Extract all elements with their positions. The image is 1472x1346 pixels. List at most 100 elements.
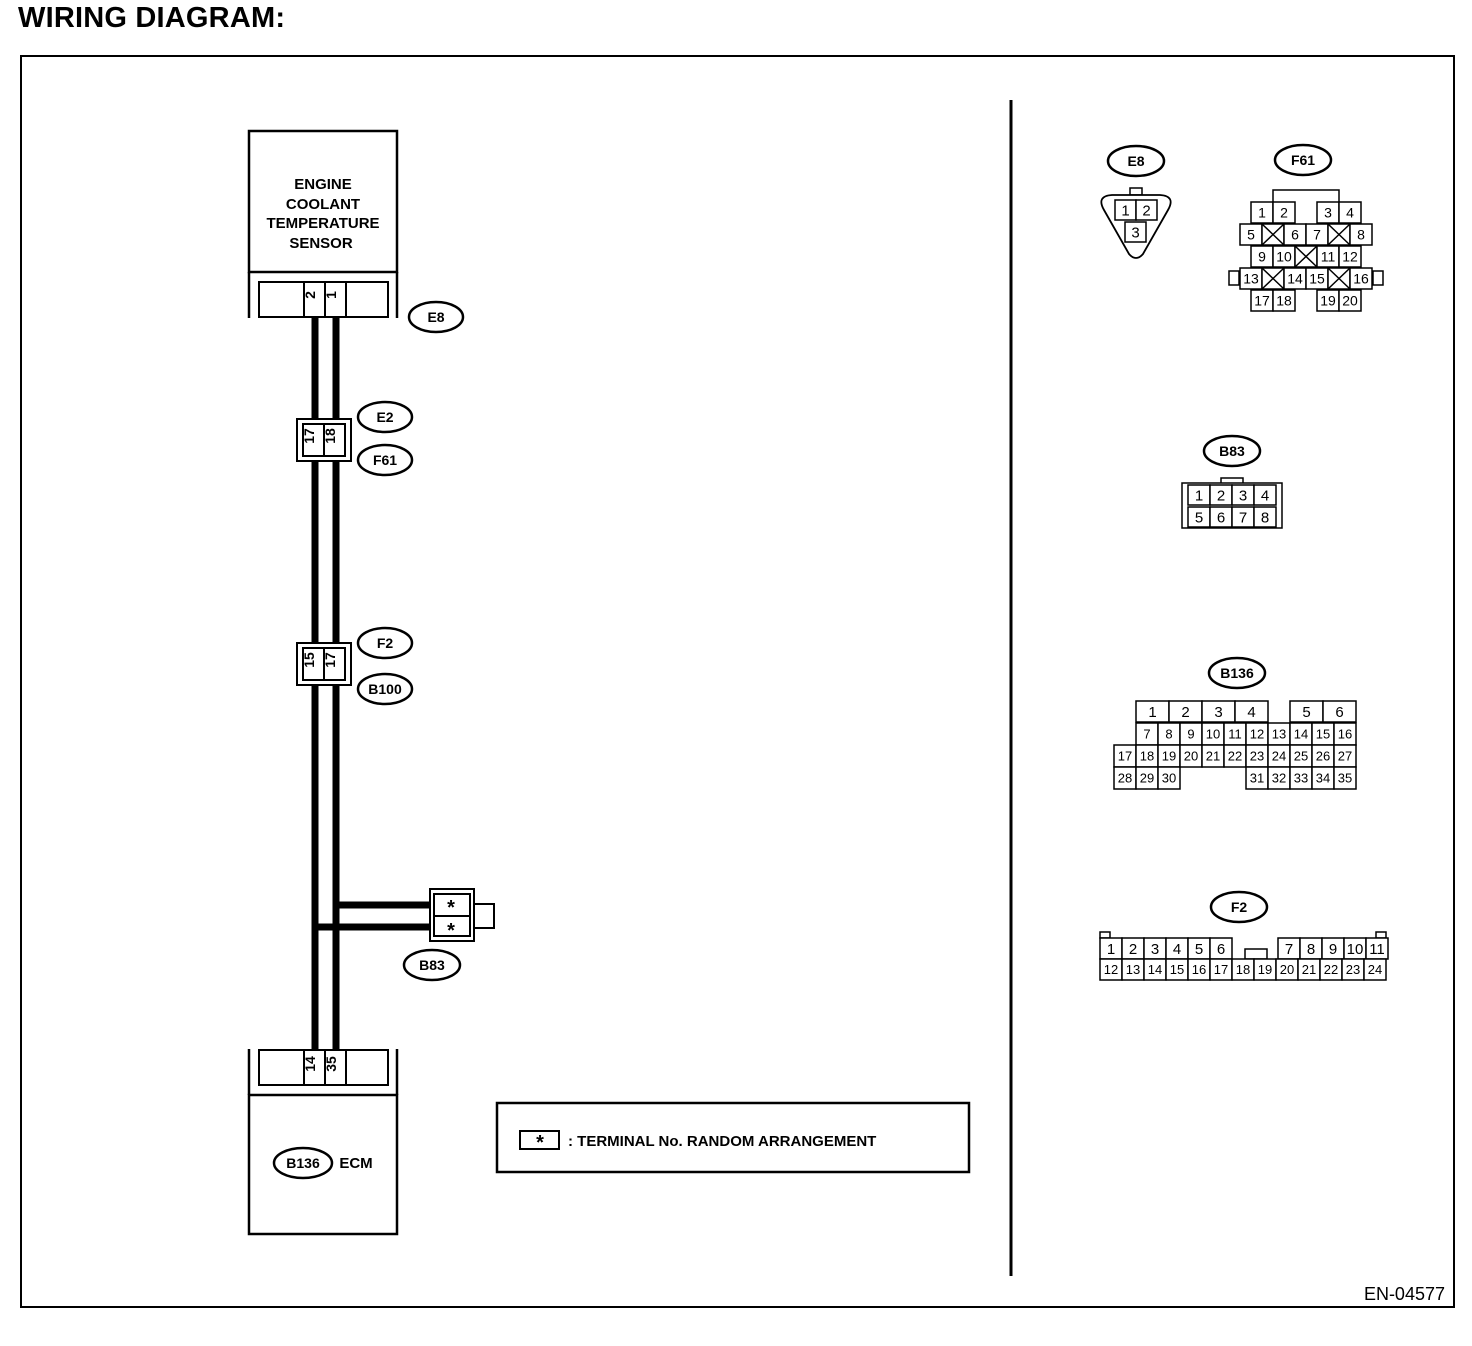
svg-text:15: 15	[1309, 271, 1325, 287]
b136-pin-17: 17	[1113, 744, 1137, 768]
b136-pin-19: 19	[1157, 744, 1181, 768]
b83-pin-1: 1	[1187, 484, 1211, 506]
b136-pin-5: 5	[1289, 700, 1324, 723]
b136-pin-10: 10	[1201, 722, 1225, 746]
b83-pin-star-2: *	[447, 920, 455, 942]
b136-pin-26: 26	[1311, 744, 1335, 768]
b136-pin-7: 7	[1135, 722, 1159, 746]
svg-text:8: 8	[1261, 509, 1269, 526]
legend-box: * : TERMINAL No. RANDOM ARRANGEMENT	[495, 1101, 971, 1174]
b83-name-tag: B83	[1202, 434, 1262, 468]
b136-pin-23: 23	[1245, 744, 1269, 768]
f2-pin-5: 5	[1187, 937, 1211, 960]
svg-text:18: 18	[1236, 962, 1250, 977]
b136-pin-29: 29	[1135, 766, 1159, 790]
f2-pin-14: 14	[1143, 958, 1167, 981]
f61-pin-5: 5	[1239, 223, 1263, 246]
svg-text:2: 2	[1280, 205, 1288, 221]
sensor-label-line3: TEMPERATURE	[266, 215, 379, 232]
svg-text:13: 13	[1126, 962, 1140, 977]
f61-pin-11: 11	[1316, 245, 1340, 268]
b136-name-tag: B136	[1207, 656, 1267, 690]
svg-text:14: 14	[1148, 962, 1162, 977]
sensor-pin-1: 1	[323, 291, 339, 299]
b136-pin-30: 30	[1157, 766, 1181, 790]
b136-pin-2: 2	[1168, 700, 1203, 723]
svg-text:7: 7	[1285, 941, 1293, 958]
svg-text:20: 20	[1342, 293, 1358, 309]
svg-text:4: 4	[1247, 704, 1255, 721]
svg-text:2: 2	[1181, 704, 1189, 721]
svg-text:13: 13	[1243, 271, 1259, 287]
svg-text:4: 4	[1346, 205, 1354, 221]
f61-pin-8: 8	[1349, 223, 1373, 246]
ecm-block: 14 35 B136 ECM	[247, 1049, 399, 1236]
sensor-label-line1: ENGINE	[294, 176, 352, 193]
b136-pin-8: 8	[1157, 722, 1181, 746]
f61-pin-6: 6	[1283, 223, 1307, 246]
f61-name-tag: F61	[1273, 143, 1333, 177]
svg-text:24: 24	[1368, 962, 1382, 977]
f2-pin-24: 24	[1363, 958, 1387, 981]
svg-text:5: 5	[1195, 941, 1203, 958]
svg-text:6: 6	[1291, 227, 1299, 243]
svg-text:23: 23	[1250, 749, 1264, 764]
svg-text:13: 13	[1272, 727, 1286, 742]
b136-pin-3: 3	[1201, 700, 1236, 723]
svg-text:E8: E8	[427, 309, 444, 325]
svg-text:9: 9	[1258, 249, 1266, 265]
svg-text:F2: F2	[377, 635, 394, 651]
f2-pin-22: 22	[1319, 958, 1343, 981]
svg-text:1: 1	[1121, 202, 1129, 219]
b83-pin-2: 2	[1209, 484, 1233, 506]
f2-pin-12: 12	[1099, 958, 1123, 981]
f61-blank-cavity	[1327, 223, 1351, 246]
f61-pin-20: 20	[1338, 289, 1362, 312]
svg-text:15: 15	[1170, 962, 1184, 977]
b83-pin-3: 3	[1231, 484, 1255, 506]
f2-pin-23: 23	[1341, 958, 1365, 981]
svg-text:17: 17	[1214, 962, 1228, 977]
f61-pin-19: 19	[1316, 289, 1340, 312]
f61-blank-cavity	[1261, 267, 1285, 290]
svg-text:10: 10	[1347, 941, 1364, 958]
f61-pin-15: 15	[1305, 267, 1329, 290]
svg-text:3: 3	[1214, 704, 1222, 721]
svg-text:1: 1	[1195, 487, 1203, 504]
f61-pin-7: 7	[1305, 223, 1329, 246]
b136-pin-6: 6	[1322, 700, 1357, 723]
b136-pin-34: 34	[1311, 766, 1335, 790]
f2-pin-11: 11	[1365, 937, 1389, 960]
f2-pin-21: 21	[1297, 958, 1321, 981]
b136-pin-33: 33	[1289, 766, 1313, 790]
svg-text:6: 6	[1217, 509, 1225, 526]
f61-pin-16: 16	[1349, 267, 1373, 290]
svg-text:11: 11	[1369, 941, 1385, 958]
f61-pin-3: 3	[1316, 201, 1340, 224]
svg-text:17: 17	[1254, 293, 1270, 309]
b83-pin-5: 5	[1187, 506, 1211, 528]
svg-text:F2: F2	[1231, 899, 1248, 915]
svg-text:30: 30	[1162, 771, 1176, 786]
svg-text:34: 34	[1316, 771, 1330, 786]
b136-pin-9: 9	[1179, 722, 1203, 746]
svg-text:3: 3	[1324, 205, 1332, 221]
f2-pin-1: 1	[1099, 937, 1123, 960]
svg-text:6: 6	[1335, 704, 1343, 721]
f2-pin-18: 18	[1231, 958, 1255, 981]
svg-text:6: 6	[1217, 941, 1225, 958]
svg-text:28: 28	[1118, 771, 1132, 786]
joint2-pin-15: 15	[301, 652, 317, 668]
svg-text:12: 12	[1104, 962, 1118, 977]
svg-text:7: 7	[1313, 227, 1321, 243]
svg-text:2: 2	[1129, 941, 1137, 958]
svg-text:32: 32	[1272, 771, 1286, 786]
joint2-pin-17: 17	[322, 652, 338, 668]
sensor-pin-2: 2	[302, 291, 318, 299]
e8-pin-1: 1	[1114, 199, 1137, 221]
b136-pin-21: 21	[1201, 744, 1225, 768]
svg-text:22: 22	[1228, 749, 1242, 764]
